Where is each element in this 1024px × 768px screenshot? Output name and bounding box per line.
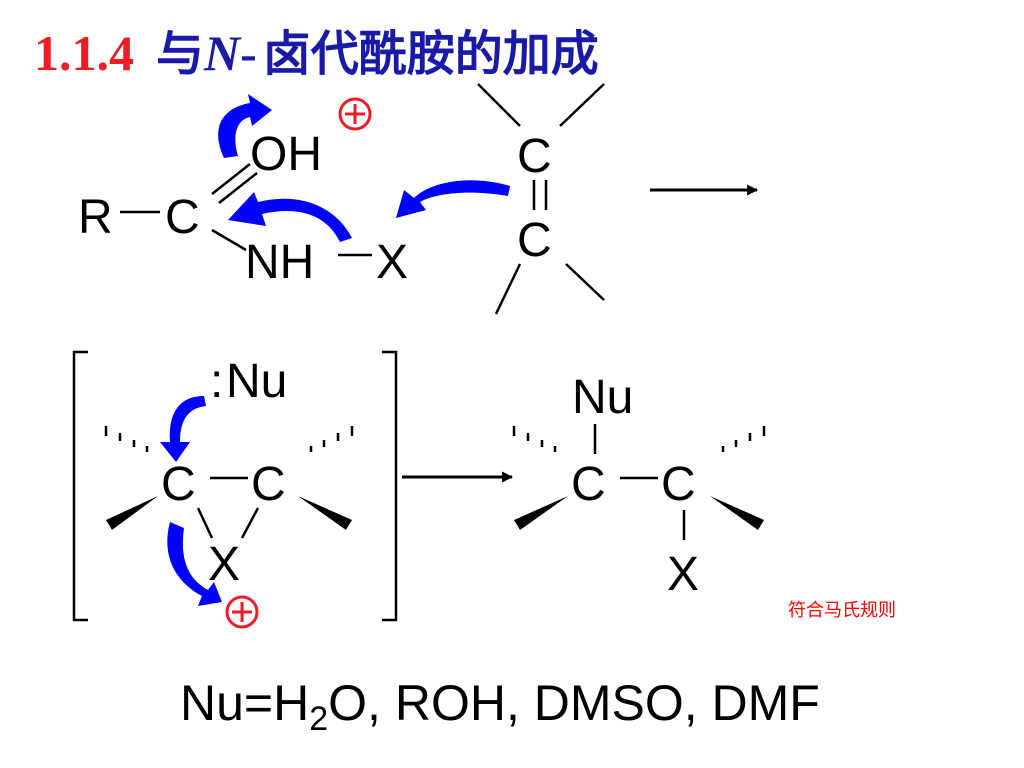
alkene-bond [494,263,522,315]
atom-oh: OH [250,128,322,181]
atom-x-top: X [376,236,408,289]
title-dash: - [240,25,257,81]
atom-nu-intermediate: Nu [226,355,287,408]
hashed-bond-icon [104,426,149,452]
bridge-bond [196,507,214,539]
curved-arrow-icon [160,396,206,462]
product-carbon-right: C [661,458,696,511]
wedge-bond-icon [298,496,352,530]
haloamide-structure: R C OH NH X [78,128,408,289]
positive-charge-icon [225,595,259,629]
atom-x-bridged: X [208,538,240,591]
curved-arrow-icon [218,94,272,158]
hashed-bond-icon [309,426,354,452]
alkene-bond [559,83,605,127]
title-prefix: 与 [156,26,205,82]
water-subscript: 2 [309,700,329,738]
product-structure: Nu C C X [512,371,766,601]
nucleophile-list: Nu=H2O, ROH, DMSO, DMF [180,668,820,738]
alkene-structure: C C [477,83,605,315]
title-suffix: 卤代酰胺的加成 [262,26,599,82]
curved-arrow-icon [167,522,222,606]
wedge-bond-icon [106,496,158,530]
nucleophile-rest: O, ROH, DMSO, DMF [328,675,820,731]
atom-x-product: X [667,548,699,601]
alkene-bond [565,263,605,301]
intermediate-bracket-left-icon [72,350,88,622]
markovnikov-note: 符合马氏规则 [788,600,896,621]
section-number: 1.1.4 [34,25,134,81]
intermediate-bracket-right-icon [382,350,398,622]
bond-c-n [211,228,247,252]
wedge-bond-icon [710,496,764,530]
slide-title: 1.1.4 与 N - 卤代酰胺的加成 [34,14,599,84]
intermediate-carbon-right: C [251,458,286,511]
wedge-bond-icon [514,496,568,530]
curved-arrow-icon [228,192,352,242]
hashed-bond-icon [512,426,557,452]
atom-nh: NH [245,236,314,289]
intermediate-carbon-left: C [161,458,196,511]
lone-pair-dots: : [210,355,223,408]
curved-arrow-icon [396,180,510,218]
nucleophile-prefix: Nu=H [180,675,310,731]
bridge-bond [240,507,260,539]
alkene-carbon-top: C [517,130,552,183]
alkene-bond [477,83,521,127]
hashed-bond-icon [721,426,766,452]
alkene-carbon-bottom: C [517,214,552,267]
bond-co-b [218,172,258,204]
title-italic-n: N [204,25,241,81]
positive-charge-icon [338,97,372,131]
atom-carbonyl-c: C [165,191,200,244]
product-carbon-left: C [571,458,606,511]
atom-nu-product: Nu [572,371,633,424]
atom-r: R [78,191,113,244]
bond-co-a [211,163,251,195]
